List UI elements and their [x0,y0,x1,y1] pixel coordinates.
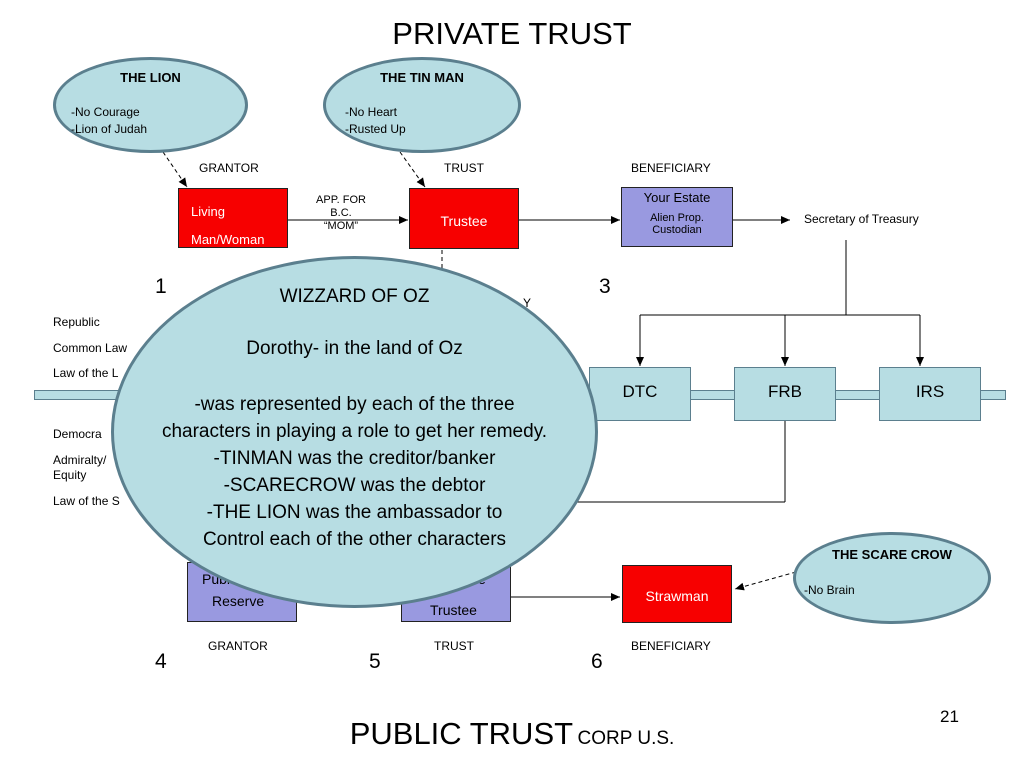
wizard-subheading: Dorothy- in the land of Oz [246,338,463,359]
trust-label-bottom: TRUST [434,639,474,653]
dtc-box: DTC [589,367,691,421]
tinman-dashed-arrow [399,151,426,188]
left-upper-common-law: Common Law [53,341,128,355]
trust-label-top: TRUST [444,161,484,175]
estate-text-3: Custodian [652,224,702,236]
wizard-of-oz-oval: WIZZARD OF OZ Dorothy- in the land of Oz… [111,256,598,608]
app-text-line-2: B.C. [330,207,352,219]
estate-text-2: Alien Prop. [650,212,704,224]
wizard-body: -was represented by each of the three ch… [114,391,595,553]
page-title: PRIVATE TRUST [392,16,632,51]
scarecrow-line-1: -No Brain [804,583,855,597]
grantor-label-bottom: GRANTOR [208,639,268,653]
left-upper-law-of-the-land: Law of the L [53,366,119,380]
step-number-6: 6 [591,650,603,673]
tinman-line-2: -Rusted Up [345,122,406,136]
lion-line-1: -No Courage [71,105,140,119]
living-text-2: Man/Woman [191,232,265,247]
app-text-line-3: “MOM” [323,220,359,232]
beneficiary-label-top: BENEFICIARY [631,161,711,175]
trustee-box-top: Trustee [409,188,519,249]
left-lower-admiralty: Admiralty/ [53,453,107,467]
trustee-top-text: Trustee [440,213,488,229]
grantor-label-top: GRANTOR [199,161,259,175]
partial-hidden-text: Y [523,296,532,310]
footer-main: PUBLIC TRUST [349,716,574,751]
tinman-line-1: -No Heart [345,105,398,119]
strawman-text: Strawman [645,588,709,604]
scarecrow-oval: THE SCARE CROW -No Brain [793,532,991,624]
app-text: APP. FOR B.C. “MOM” [305,194,377,233]
lion-oval: THE LION -No Courage -Lion of Judah [53,57,248,153]
frb-box: FRB [734,367,836,421]
lion-title: THE LION [120,70,181,85]
left-lower-democracy: Democra [53,427,102,441]
your-estate-box: Your Estate Alien Prop. Custodian [621,187,733,247]
strawman-box: Strawman [622,565,732,623]
irs-label: IRS [915,382,945,401]
wizard-body-line-1: -was represented by each of the three [194,394,515,415]
irs-box: IRS [879,367,981,421]
wizard-body-line-6: Control each of the other characters [202,529,507,550]
secretary-of-treasury: Secretary of Treasury [804,212,919,226]
footer-suffix: CORP U.S. [577,728,675,749]
left-upper-republic: Republic [53,315,100,329]
wizard-body-line-5: -THE LION was the ambassador to [206,502,503,523]
public-reserve-text-2: Reserve [212,593,265,609]
wizard-body-line-3: -TINMAN was the creditor/banker [213,448,496,469]
page-number: 21 [940,707,959,726]
scarecrow-title: THE SCARE CROW [832,547,952,562]
scarecrow-dashed-arrow [734,571,797,591]
wizard-body-line-4: -SCARECROW was the debtor [223,475,486,496]
dtc-label: DTC [622,382,658,401]
wizard-body-line-2: characters in playing a role to get her … [161,421,548,442]
estate-text-1: Your Estate [643,190,711,205]
lion-line-2: -Lion of Judah [71,122,148,136]
left-lower-equity: Equity [53,468,87,482]
step-number-4: 4 [155,650,167,673]
tinman-title: THE TIN MAN [380,70,464,85]
lion-dashed-arrow [162,151,188,188]
footer-title: PUBLIC TRUST CORP U.S. [0,716,1024,752]
living-man-woman-box: Living Man/Woman [178,188,288,248]
step-number-1: 1 [155,275,167,298]
step-number-5: 5 [369,650,381,673]
step-number-3: 3 [599,275,611,298]
beneficiary-label-bottom: BENEFICIARY [631,639,711,653]
left-lower-law-of-the-sea: Law of the S [53,494,120,508]
living-text-1: Living [191,204,225,219]
tinman-oval: THE TIN MAN -No Heart -Rusted Up [323,57,521,153]
wizard-heading: WIZZARD OF OZ [279,286,430,307]
frb-label: FRB [768,382,802,401]
public-trustee-text-2: Trustee [430,602,477,618]
app-text-line-1: APP. FOR [316,194,366,206]
